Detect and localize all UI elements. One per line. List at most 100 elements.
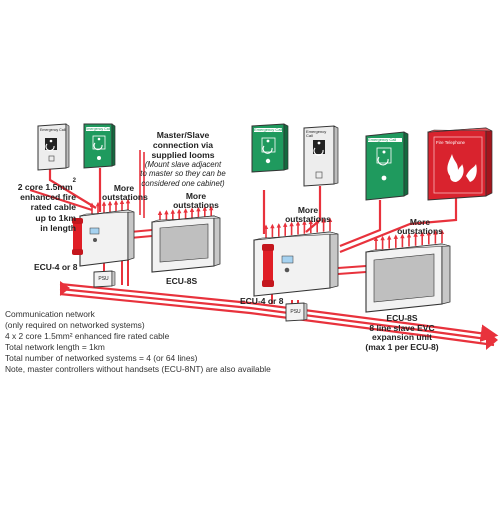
- outstation-stub-arrow: [101, 201, 107, 206]
- outstation-stub-arrow: [302, 220, 307, 225]
- cable-spec-line-2: enhanced fire: [20, 192, 76, 203]
- ecu-slave-left-label: ECU-8S: [166, 276, 198, 286]
- outstation-stub-arrow: [89, 202, 95, 207]
- outstation-stub-arrow: [327, 217, 333, 222]
- cable-spec-line-5: in length: [40, 222, 76, 233]
- master-slave-title-2: connection via: [152, 140, 214, 150]
- cable-spec-line-3: rated cable: [30, 202, 76, 213]
- flame-icon: [447, 154, 477, 182]
- outstation-stub-arrow: [170, 209, 175, 214]
- ecu-master-right-label: ECU-4 or 8: [240, 296, 284, 306]
- note-line-4: Total network length = 1km: [5, 342, 105, 352]
- master-slave-note-3: considered one cabinet): [141, 178, 225, 188]
- note-line-2: (only required on networked systems): [5, 320, 145, 330]
- ecu-slave-right-label: ECU-8S 8 line slave EVC expansion unit (…: [350, 313, 454, 352]
- fire-telephone-cabinet: [427, 127, 493, 201]
- ecu-master-right: [253, 231, 339, 297]
- cable-spec-line-1: 2 core 1.5mm2: [17, 178, 76, 192]
- outstation-stub-arrow: [413, 232, 418, 237]
- ecu-slave-right-label-4: (max 1 per ECU-8): [365, 341, 439, 352]
- outstation-grey-right-caption: Emergency Call: [306, 129, 327, 138]
- outstation-stub-arrow: [308, 219, 313, 225]
- more-outstations-3-line-1: More: [297, 205, 319, 215]
- note-line-5: Total number of networked systems = 4 (o…: [5, 353, 198, 363]
- outstation-stub-arrow: [183, 208, 188, 213]
- more-outstations-2-line-2: outstations: [173, 200, 219, 210]
- outstation-stub-arrow: [95, 201, 101, 207]
- outstation-stub-arrow: [276, 223, 281, 228]
- note-line-3: 4 x 2 core 1.5mm² enhanced fire rated ca…: [5, 331, 170, 341]
- outstation-stub-arrow: [289, 221, 294, 227]
- more-outstations-label-2: More outstations: [172, 192, 220, 210]
- outstation-stub-arrow: [209, 205, 214, 211]
- ecu-slave-right-label-3: expansion unit: [372, 332, 432, 343]
- left-cables: [29, 150, 153, 272]
- master-slave-note-1: (Mount slave adjacent: [144, 160, 222, 169]
- outstation-stubs: [89, 198, 445, 250]
- more-outstations-label-3: More outstations: [284, 206, 332, 224]
- more-outstations-1-line-1: More: [113, 183, 135, 193]
- psu-right-label: PSU: [290, 309, 301, 315]
- outstation-stub-arrow: [387, 235, 392, 240]
- right-cables: [262, 186, 458, 304]
- ecu-slave-right: [365, 243, 451, 313]
- outstation-stub-arrow: [202, 206, 207, 211]
- outstation-stub-arrow: [420, 231, 425, 237]
- outstation-stub-arrow: [263, 224, 269, 229]
- outstation-stub-arrow: [315, 218, 320, 224]
- outstation-green-tall-caption: Emergency Call: [368, 137, 397, 142]
- more-outstations-4-line-2: outstations: [397, 226, 443, 236]
- master-slave-note-2: to master so they can be: [140, 169, 226, 179]
- note-line-6: Note, master controllers without handset…: [5, 364, 271, 374]
- outstation-stub-arrow: [321, 218, 326, 223]
- outstation-stub-arrow: [189, 207, 195, 212]
- outstation-stub-arrow: [107, 200, 113, 206]
- outstation-stub-arrow: [119, 199, 125, 204]
- psu-left-label: PSU: [98, 276, 109, 282]
- network-arrow-icon: [60, 281, 70, 296]
- more-outstations-2-line-1: More: [185, 191, 207, 201]
- outstation-green-tall: [365, 131, 409, 201]
- outstation-grey-right: [303, 125, 339, 187]
- cable-spec-line-4: up to 1km: [35, 212, 76, 223]
- outstation-green-left-caption: Emergency Call: [85, 127, 111, 131]
- outstation-stub-arrow: [393, 234, 398, 239]
- cable-spec-superscript: 2: [72, 178, 76, 184]
- outstation-grey-left-caption: Emergency Call: [40, 128, 66, 132]
- ecu-slave-right-label-1: ECU-8S: [386, 313, 418, 323]
- outstation-green-left: [83, 123, 116, 169]
- master-slave-label: Master/Slave connection via supplied loo…: [128, 130, 238, 188]
- outstation-stub-arrow: [380, 235, 385, 241]
- psu-left: [93, 270, 116, 288]
- more-outstations-label-4: More outstations: [396, 218, 444, 236]
- outstation-stub-arrow: [426, 230, 431, 236]
- ecu-master-left: [72, 209, 135, 267]
- outstation-stub-arrow: [406, 233, 412, 238]
- outstation-stub-arrow: [400, 233, 405, 239]
- outstation-stub-arrow: [157, 210, 163, 215]
- ecu-slave-right-label-2: 8 line slave EVC: [369, 322, 435, 333]
- outstation-stub-arrow: [164, 209, 169, 215]
- outstation-stub-arrow: [433, 230, 438, 235]
- master-slave-title-1: Master/Slave: [156, 130, 210, 140]
- outstation-stub-arrow: [439, 229, 445, 234]
- more-outstations-1-line-2: outstations: [102, 192, 148, 202]
- ecu-slave-left: [151, 215, 221, 273]
- outstation-stub-arrow: [373, 236, 379, 241]
- cable-spec-label: 2 core 1.5mm2 enhanced fire rated cable …: [0, 178, 76, 233]
- psu-right: [285, 302, 308, 322]
- outstation-stub-arrow: [283, 222, 288, 227]
- outstation-stub-arrow: [125, 198, 131, 204]
- outstation-grey-left: [37, 123, 70, 171]
- outstation-stub-arrow: [177, 208, 182, 214]
- outstation-green-right: [251, 123, 289, 173]
- master-slave-title-3: supplied looms: [151, 150, 215, 160]
- more-outstations-4-line-1: More: [409, 217, 431, 227]
- outstation-stub-arrow: [196, 206, 201, 212]
- handset-icon: [73, 220, 82, 252]
- fire-telephone-caption: Fire Telephone: [436, 140, 465, 145]
- note-line-1: Communication network: [5, 309, 95, 319]
- outstation-stub-arrow: [295, 221, 301, 226]
